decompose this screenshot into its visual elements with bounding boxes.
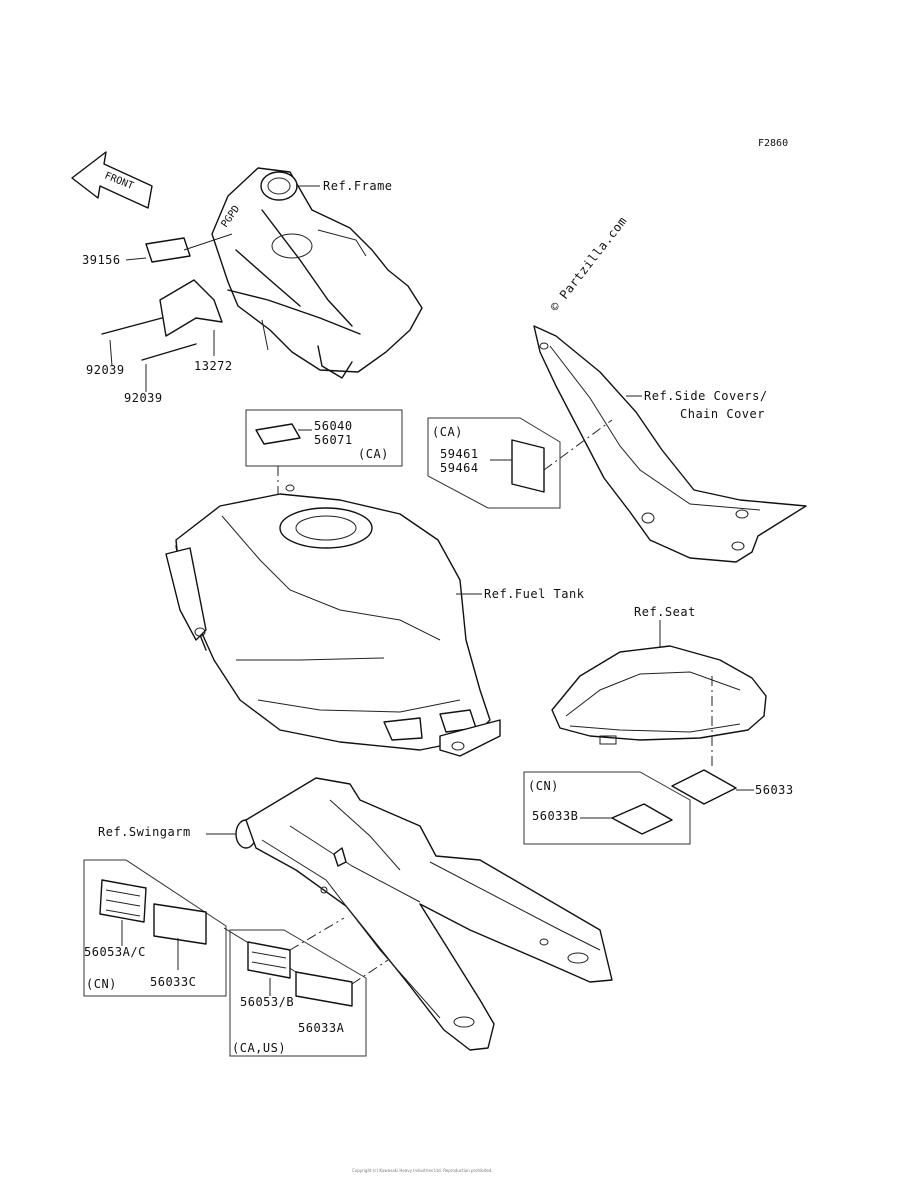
label-sticker-56033b (611, 803, 673, 835)
part-92039-a-label: 92039 (86, 363, 125, 377)
callout-box-56033 (523, 771, 691, 845)
callout-box-56040 (245, 409, 403, 467)
part-56033c-label: 56033C (150, 975, 196, 989)
part-56033a-label: 56033A (298, 1021, 345, 1035)
cn-label-1: (CN) (528, 779, 559, 793)
front-arrow-icon: FRONT (71, 151, 153, 209)
label-sticker-56033a (295, 971, 353, 1007)
ref-swingarm-label: Ref.Swingarm (98, 825, 191, 839)
ca-label-2: (CA) (432, 425, 463, 439)
ca-label-1: (CA) (358, 447, 389, 461)
label-sticker-56033c (153, 903, 207, 945)
part-56071-label: 56071 (314, 433, 353, 447)
ref-fuel-tank-label: Ref.Fuel Tank (484, 587, 585, 601)
bracket-13272 (159, 279, 223, 337)
seat-illustration (551, 645, 767, 745)
fuel-tank-illustration (165, 484, 501, 757)
label-sticker-56033 (671, 769, 737, 805)
label-sticker-56040 (255, 423, 301, 445)
part-56040-label: 56040 (314, 419, 353, 433)
part-56033-label: 56033 (755, 783, 794, 797)
part-13272-label: 13272 (194, 359, 233, 373)
ca-us-label: (CA,US) (232, 1041, 286, 1055)
callout-box-59461 (427, 417, 561, 509)
watermark-text: © Partzilla.com (547, 214, 629, 314)
label-sticker-39156 (145, 237, 191, 263)
side-cover-illustration (533, 325, 807, 563)
part-92039-b-label: 92039 (124, 391, 163, 405)
chain-cover-label: Chain Cover (680, 407, 765, 421)
frame-illustration: PGPD (211, 167, 423, 379)
part-56053b-label: 56053/B (240, 995, 294, 1009)
cn-label-2: (CN) (86, 977, 117, 991)
ref-frame-label: Ref.Frame (323, 179, 393, 193)
part-56053ac-label: 56053A/C (84, 945, 146, 959)
part-59461-label: 59461 (440, 447, 479, 461)
label-sticker-56053b (247, 941, 291, 979)
figure-code: F2860 (758, 138, 788, 149)
bolt-92039-a (101, 317, 163, 335)
part-39156-label: 39156 (82, 253, 121, 267)
bolt-92039-b (141, 343, 197, 361)
callout-box-56053b (229, 929, 367, 1057)
ref-seat-label: Ref.Seat (634, 605, 696, 619)
part-59464-label: 59464 (440, 461, 479, 475)
label-sticker-59461 (511, 439, 545, 493)
part-56033b-label: 56033B (532, 809, 578, 823)
callout-box-56053ac (83, 859, 227, 997)
footer-copyright: Copyright (c) Kawasaki Heavy Industries … (352, 1168, 493, 1173)
ref-side-covers-label: Ref.Side Covers/ (644, 389, 768, 403)
